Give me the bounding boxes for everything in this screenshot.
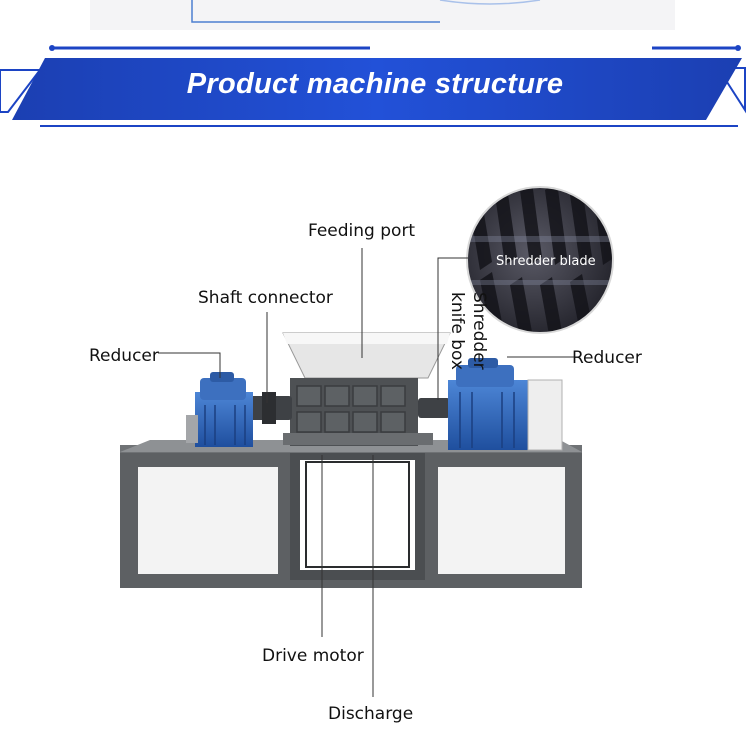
knife-box [283,378,433,446]
shredder-knife-box-label: Shredder knife box [440,292,490,382]
left-reducer [186,372,253,447]
feeding-hopper [283,333,450,378]
drive-motor-label: Drive motor [262,646,364,666]
shredder-knife-box-label-line2: knife box [447,292,467,370]
shredder-blade-label: Shredder blade [496,254,596,269]
machine-frame [120,445,582,588]
discharge-label: Discharge [328,704,413,724]
reducer-left-label: Reducer [89,346,159,366]
top-strip [90,0,675,30]
shredder-knife-box-label-line1: Shredder [469,292,489,370]
feeding-port-label: Feeding port [308,221,415,241]
banner-title: Product machine structure [0,68,750,101]
shaft-connector-label: Shaft connector [198,288,333,308]
reducer-right-label: Reducer [572,348,642,368]
